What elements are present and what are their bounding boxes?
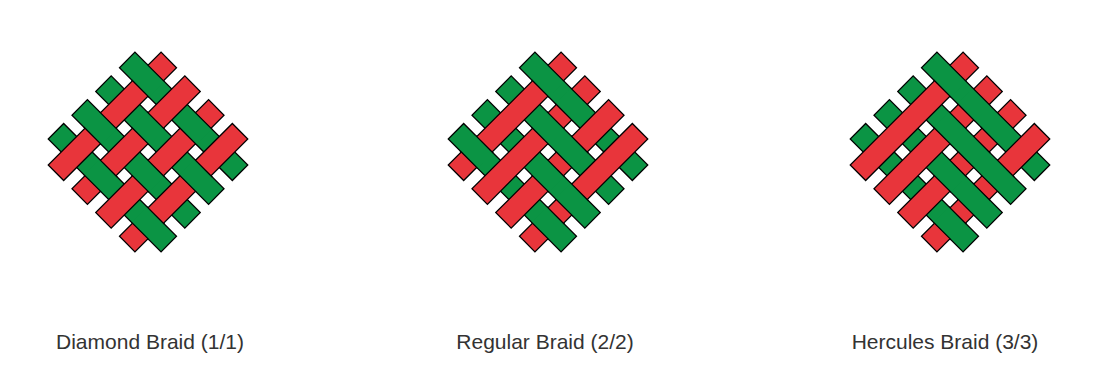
regular-braid [435,39,661,265]
caption: Diamond Braid (1/1) [56,330,244,354]
diamond-braid [35,39,261,265]
hercules-braid [837,39,1063,265]
caption: Hercules Braid (3/3) [852,330,1039,354]
caption: Regular Braid (2/2) [456,330,633,354]
